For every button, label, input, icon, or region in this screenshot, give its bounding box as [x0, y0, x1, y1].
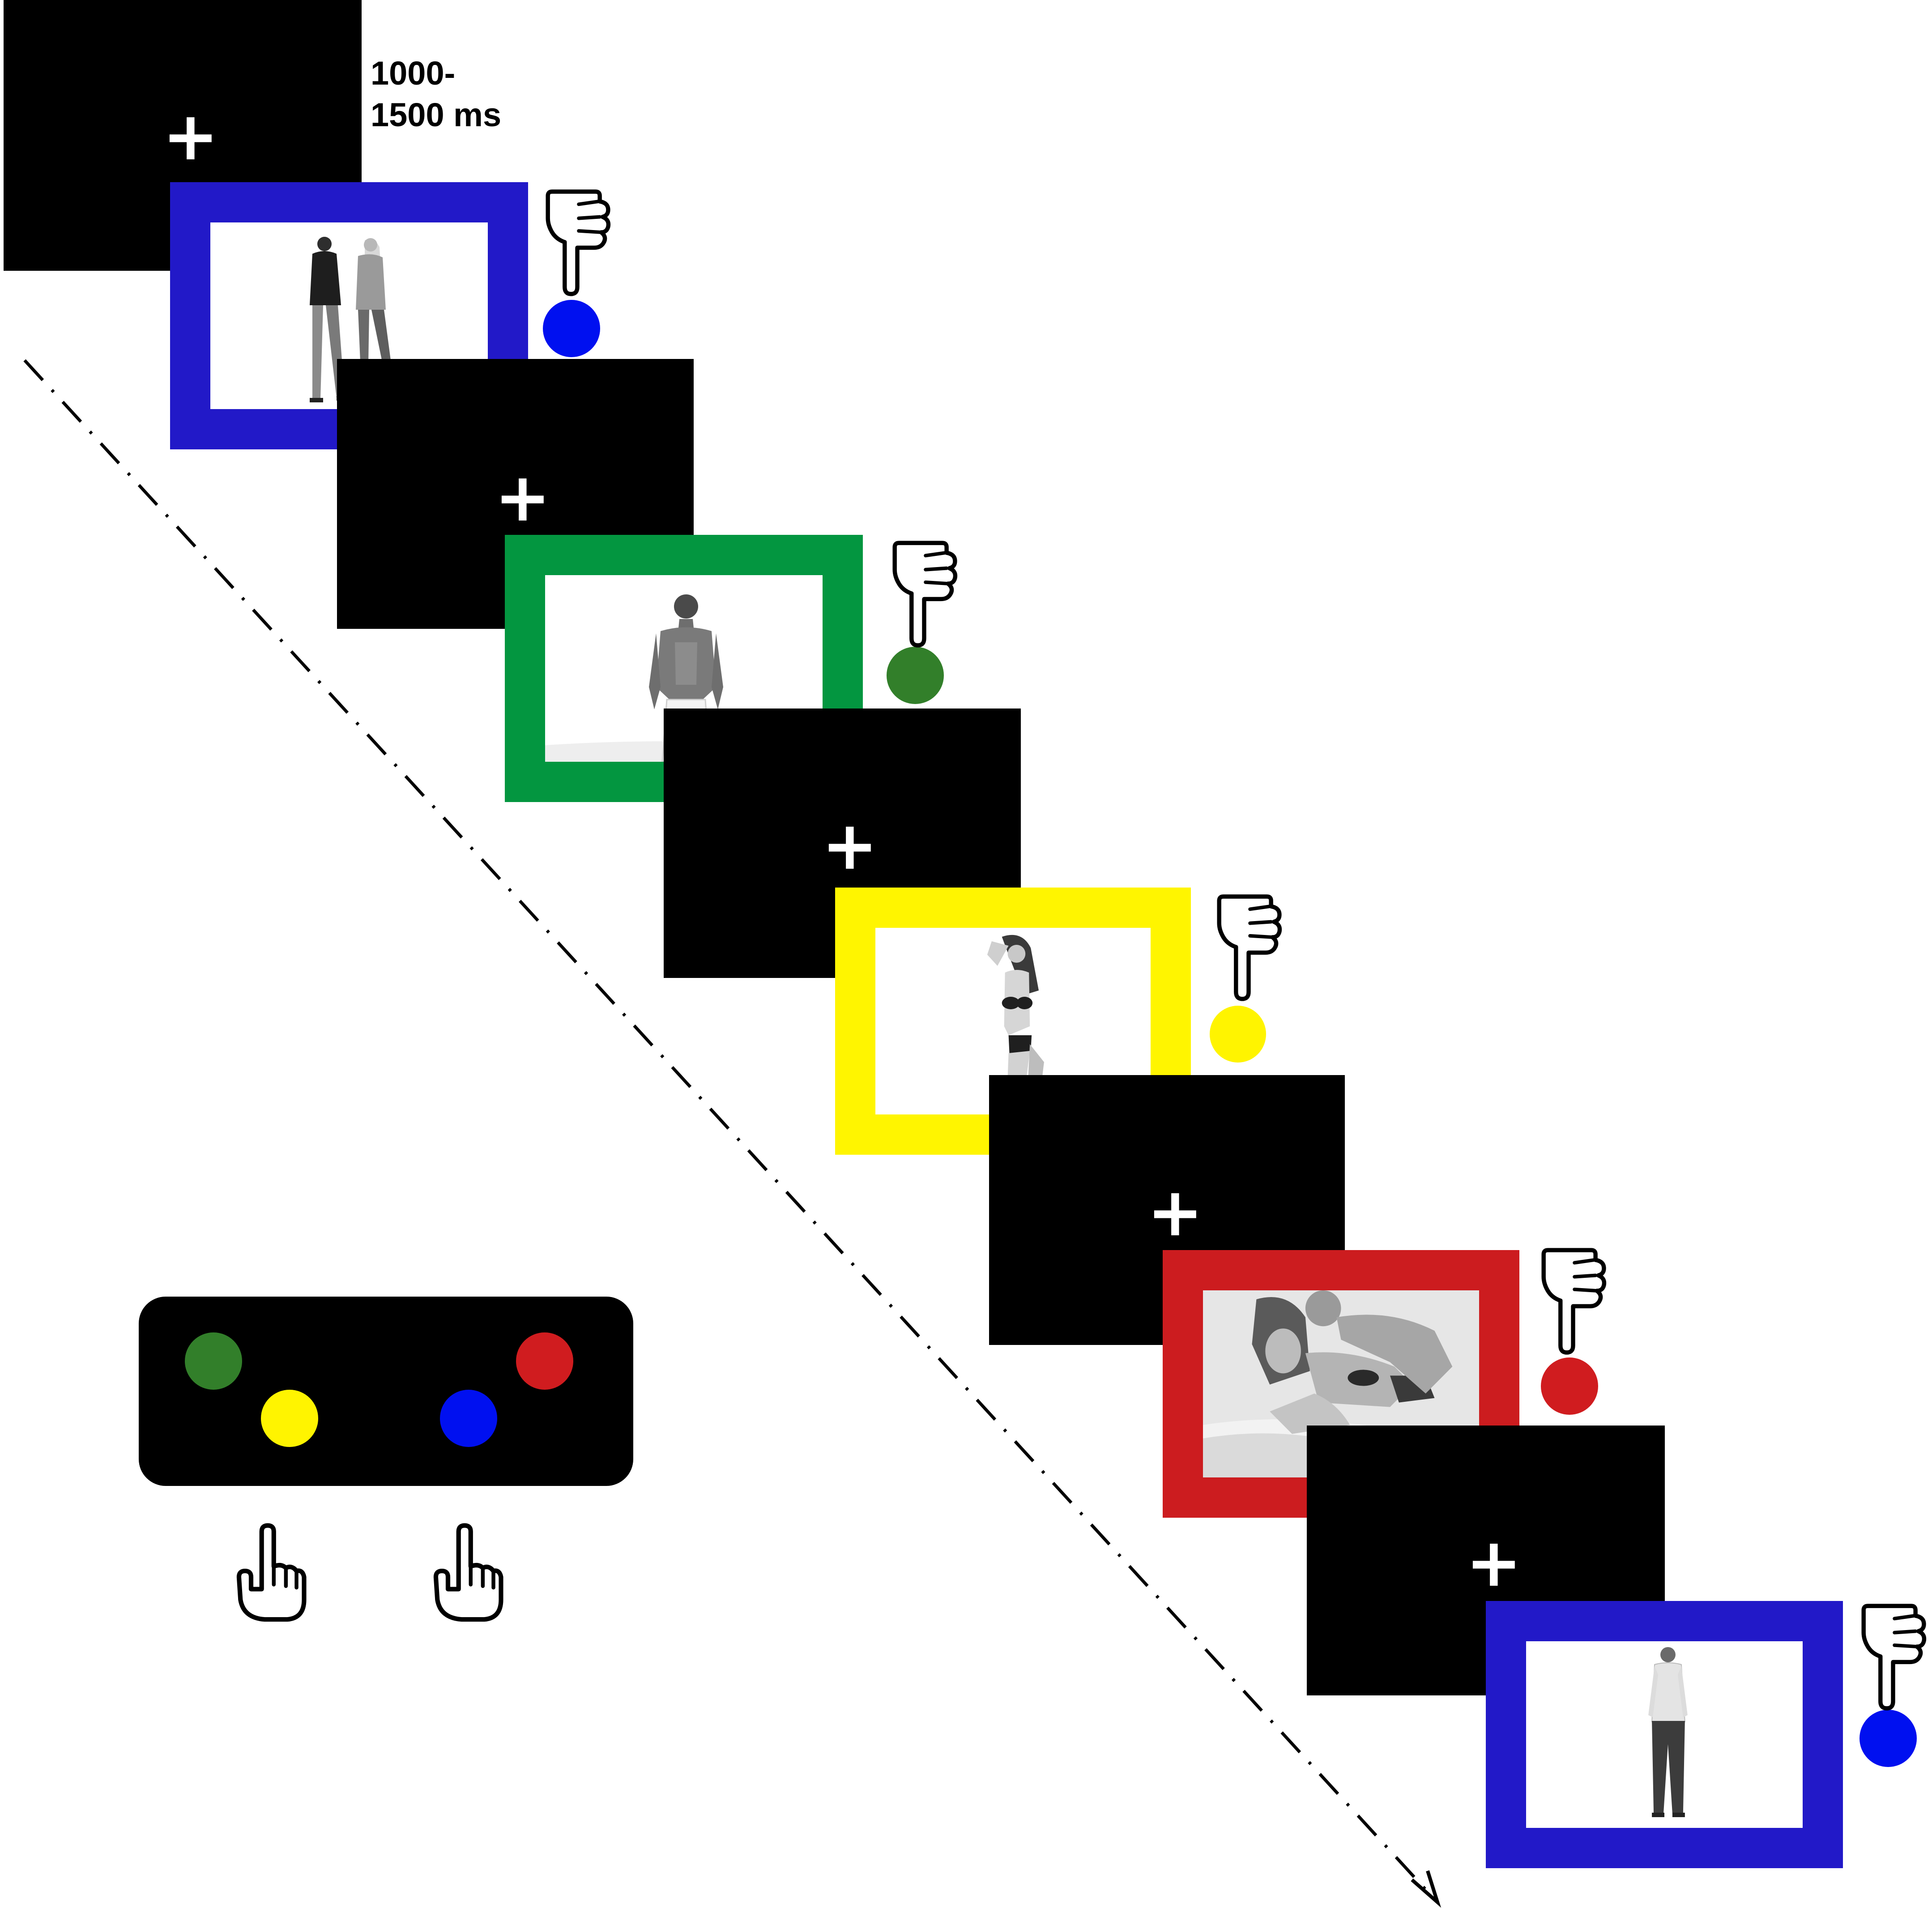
pointing-up-hand-icon — [430, 1524, 506, 1622]
pointing-down-hand-icon — [1537, 1249, 1609, 1354]
pointing-down-hand-icon — [1213, 895, 1284, 1000]
pointing-down-hand-icon — [888, 542, 960, 647]
fixation-cross: + — [495, 459, 551, 537]
pointing-down-hand-icon — [542, 190, 613, 295]
response-dot — [887, 647, 944, 704]
stimulus-frame — [1486, 1601, 1843, 1868]
response-box — [139, 1297, 633, 1486]
response-dot — [1859, 1710, 1917, 1767]
pointing-down-hand-icon — [1857, 1605, 1929, 1710]
fixation-cross: + — [162, 98, 219, 175]
timing-label: 1000- 1500 ms — [371, 55, 502, 133]
response-button-green[interactable] — [185, 1332, 242, 1390]
fixation-cross: + — [1466, 1524, 1522, 1602]
pointing-up-hand-icon — [233, 1524, 309, 1622]
response-dot — [1210, 1006, 1266, 1063]
response-button-blue[interactable] — [440, 1390, 497, 1447]
response-dot — [543, 300, 600, 357]
fixation-cross: + — [1147, 1174, 1203, 1251]
response-dot — [1541, 1357, 1598, 1415]
response-button-yellow[interactable] — [261, 1390, 318, 1447]
fixation-cross: + — [822, 807, 878, 885]
standing-man-photo — [1526, 1641, 1803, 1828]
response-button-red[interactable] — [516, 1332, 573, 1390]
